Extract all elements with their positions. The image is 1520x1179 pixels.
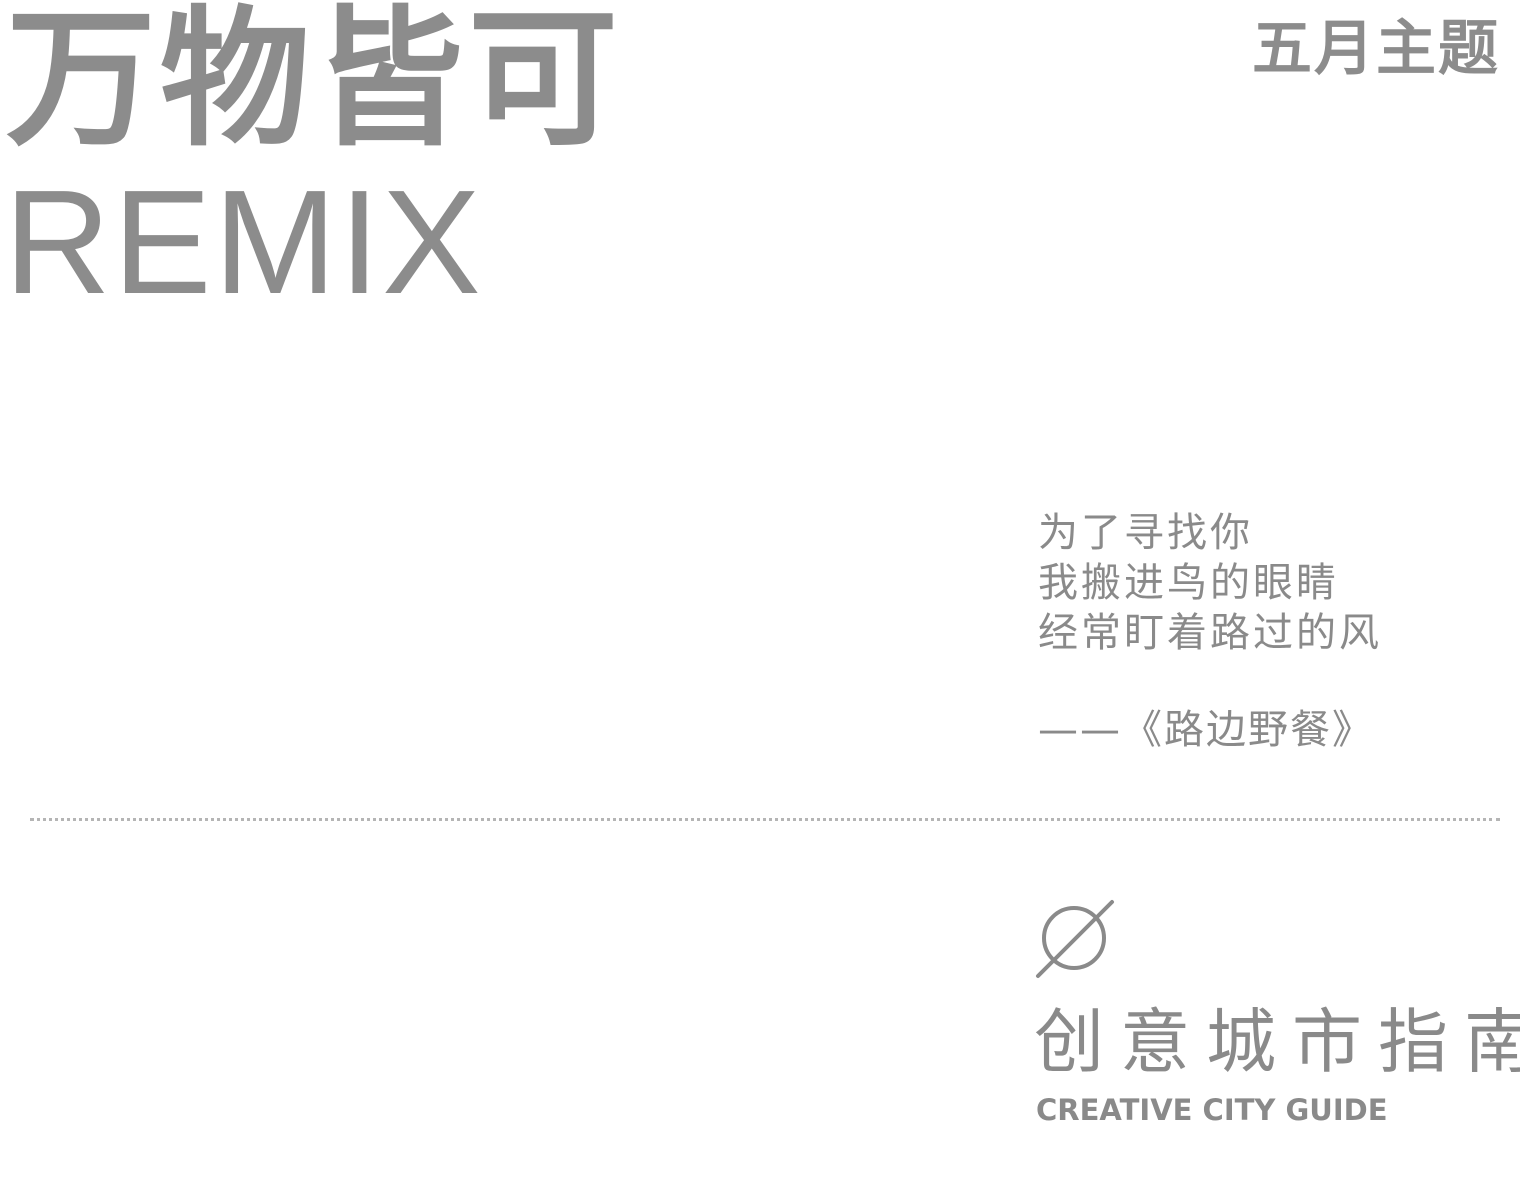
poem-block: 为了寻找你 我搬进鸟的眼睛 经常盯着路过的风: [1038, 508, 1382, 658]
empty-set-slash: [1036, 900, 1114, 978]
brand-name-cn: 创意城市指南: [1034, 1001, 1520, 1083]
poem-source: ——《路边野餐》: [1038, 707, 1374, 753]
brand-name-en: CREATIVE CITY GUIDE: [1036, 1093, 1388, 1127]
empty-set-icon: [1036, 900, 1114, 978]
poem-line: 为了寻找你: [1038, 510, 1253, 556]
month-theme-label: 五月主题: [1252, 14, 1500, 84]
dotted-divider: [30, 818, 1500, 821]
poem-line: 我搬进鸟的眼睛: [1038, 560, 1339, 606]
page-title-en: REMIX: [4, 160, 483, 325]
empty-set-circle: [1042, 906, 1106, 970]
poem-line: 经常盯着路过的风: [1038, 610, 1382, 656]
page-title-cn: 万物皆可: [6, 0, 623, 167]
